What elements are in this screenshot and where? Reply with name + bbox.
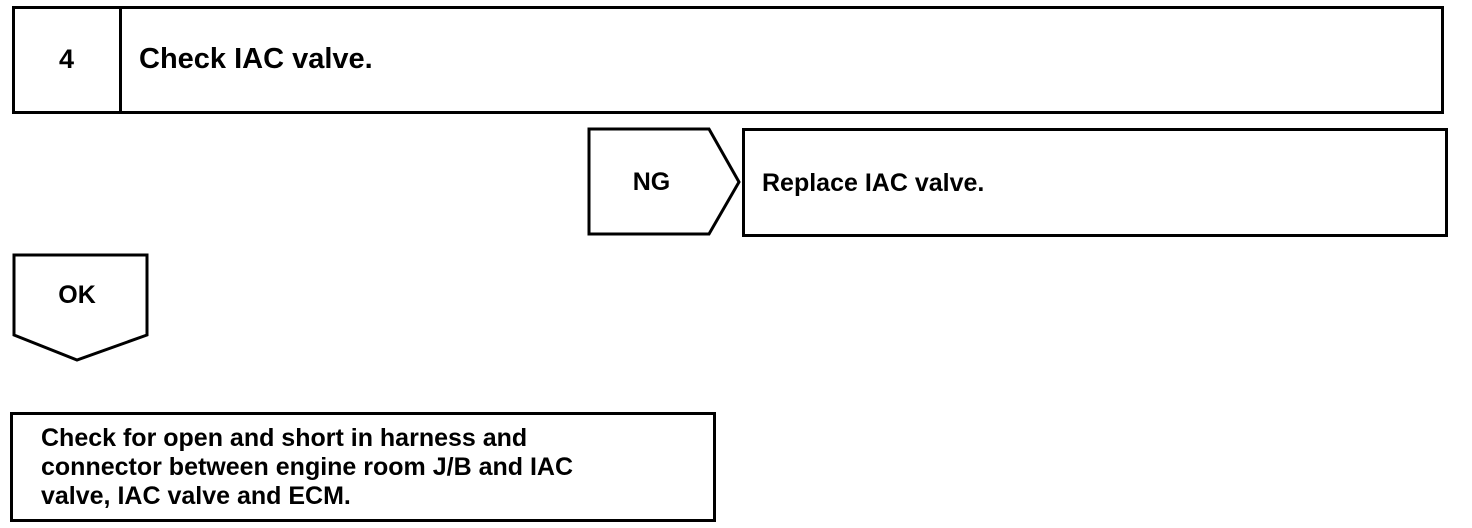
ng-label: NG	[632, 168, 671, 196]
next-step-box	[10, 412, 716, 522]
step-number-divider	[119, 6, 122, 114]
ng-arrow-shape	[587, 127, 741, 236]
next-step-line-2: connector between engine room J/B and IA…	[41, 453, 574, 481]
step-box	[12, 6, 1444, 114]
ok-arrow-shape	[12, 253, 149, 362]
step-title: Check IAC valve.	[139, 43, 373, 75]
ok-label: OK	[58, 281, 96, 309]
ng-action-box	[742, 128, 1448, 237]
ng-action-text: Replace IAC valve.	[762, 169, 985, 197]
step-number: 4	[58, 44, 75, 74]
next-step-line-1: Check for open and short in harness and	[41, 424, 528, 452]
next-step-line-3: valve, IAC valve and ECM.	[41, 482, 351, 510]
